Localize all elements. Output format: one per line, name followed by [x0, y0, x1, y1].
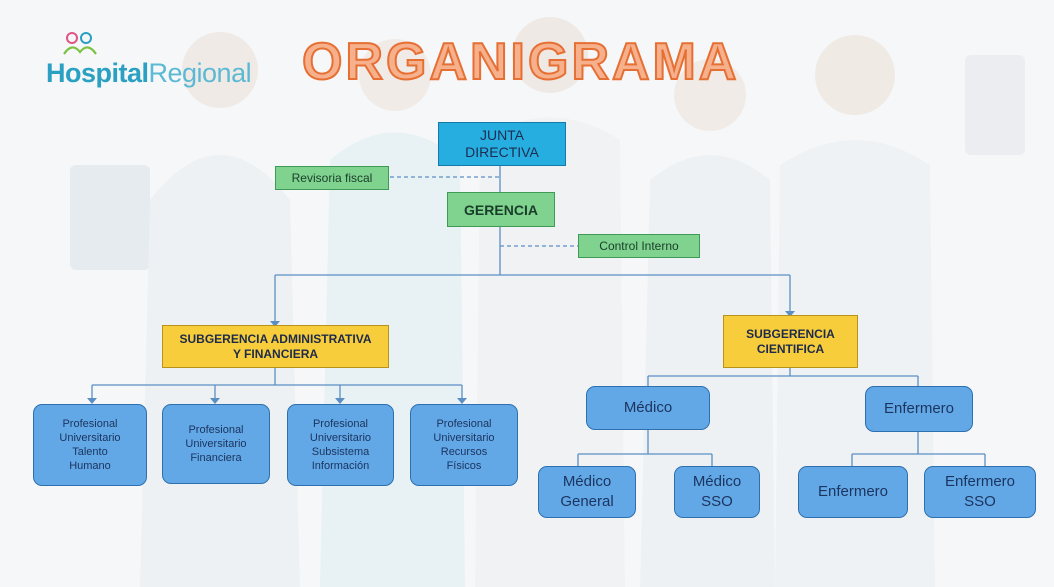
- node-prof-financiera: Profesional Universitario Financiera: [162, 404, 270, 484]
- logo-text-bold: Hospital: [46, 58, 149, 88]
- node-medico: Médico: [586, 386, 710, 430]
- node-junta-directiva: JUNTA DIRECTIVA: [438, 122, 566, 166]
- logo-text: HospitalRegional: [46, 58, 252, 89]
- node-prof-talento-humano: Profesional Universitario Talento Humano: [33, 404, 147, 486]
- page-title: ORGANIGRAMA: [301, 32, 740, 92]
- node-enfermero: Enfermero: [798, 466, 908, 518]
- node-medico-general: Médico General: [538, 466, 636, 518]
- node-prof-subsistema-informacion: Profesional Universitario Subsistema Inf…: [287, 404, 394, 486]
- node-enfermero-head: Enfermero: [865, 386, 973, 432]
- node-revisoria-fiscal: Revisoria fiscal: [275, 166, 389, 190]
- node-subgerencia-cientifica: SUBGERENCIA CIENTIFICA: [723, 315, 858, 368]
- logo-text-light: Regional: [148, 58, 252, 88]
- hospital-regional-logo: HospitalRegional: [46, 30, 256, 90]
- family-heart-icon: [63, 32, 97, 55]
- node-gerencia: GERENCIA: [447, 192, 555, 227]
- node-control-interno: Control Interno: [578, 234, 700, 258]
- node-medico-sso: Médico SSO: [674, 466, 760, 518]
- node-subgerencia-administrativa: SUBGERENCIA ADMINISTRATIVA Y FINANCIERA: [162, 325, 389, 368]
- node-enfermero-sso: Enfermero SSO: [924, 466, 1036, 518]
- node-prof-recursos-fisicos: Profesional Universitario Recursos Físic…: [410, 404, 518, 486]
